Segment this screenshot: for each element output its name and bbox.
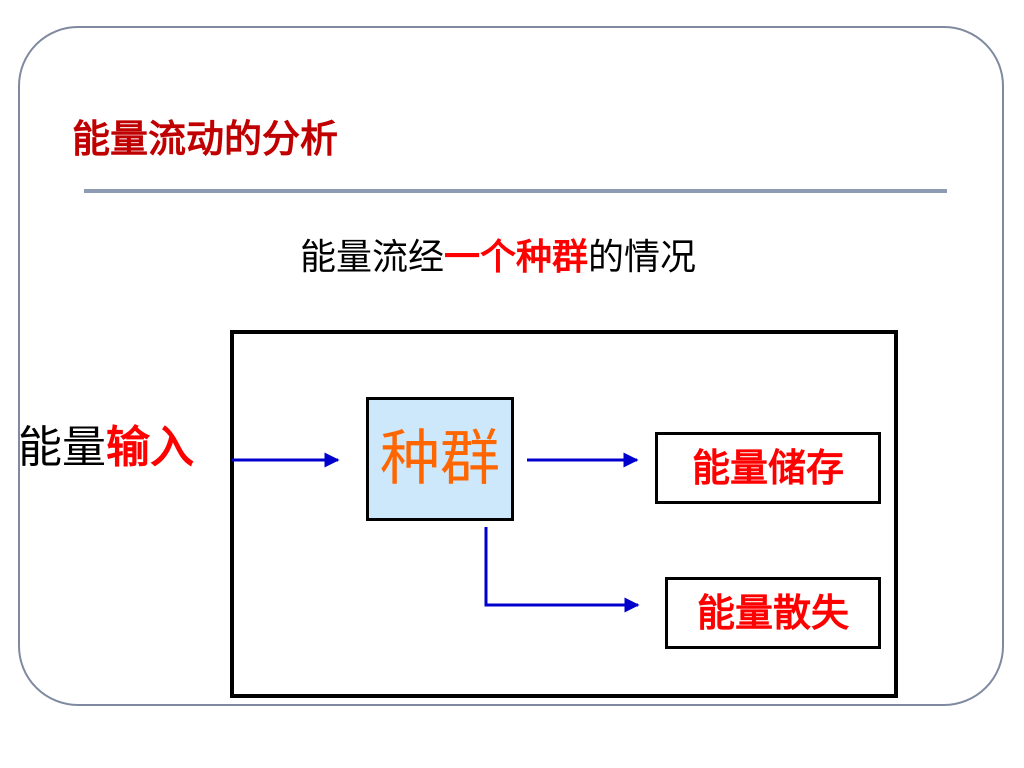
subtitle-highlight: 一个种群 [444, 236, 589, 278]
energy-storage-node: 能量储存 [655, 432, 881, 504]
slide-title: 能量流动的分析 [72, 116, 339, 161]
population-label: 种群 [380, 424, 500, 494]
energy-input-label: 能量输入 [18, 426, 194, 470]
slide-frame [18, 26, 1004, 706]
energy-input-label-red: 输入 [106, 422, 194, 473]
population-system-box [230, 330, 898, 698]
energy-dissipation-label: 能量散失 [696, 590, 849, 635]
population-node: 种群 [366, 397, 514, 521]
energy-storage-label: 能量储存 [691, 445, 844, 490]
subtitle-suffix: 的情况 [588, 237, 697, 278]
energy-input-label-black: 能量 [18, 422, 106, 473]
subtitle-prefix: 能量流经 [300, 237, 445, 278]
title-divider [84, 189, 947, 193]
slide-subtitle: 能量流经一个种群的情况 [300, 228, 696, 280]
energy-dissipation-node: 能量散失 [665, 577, 881, 649]
